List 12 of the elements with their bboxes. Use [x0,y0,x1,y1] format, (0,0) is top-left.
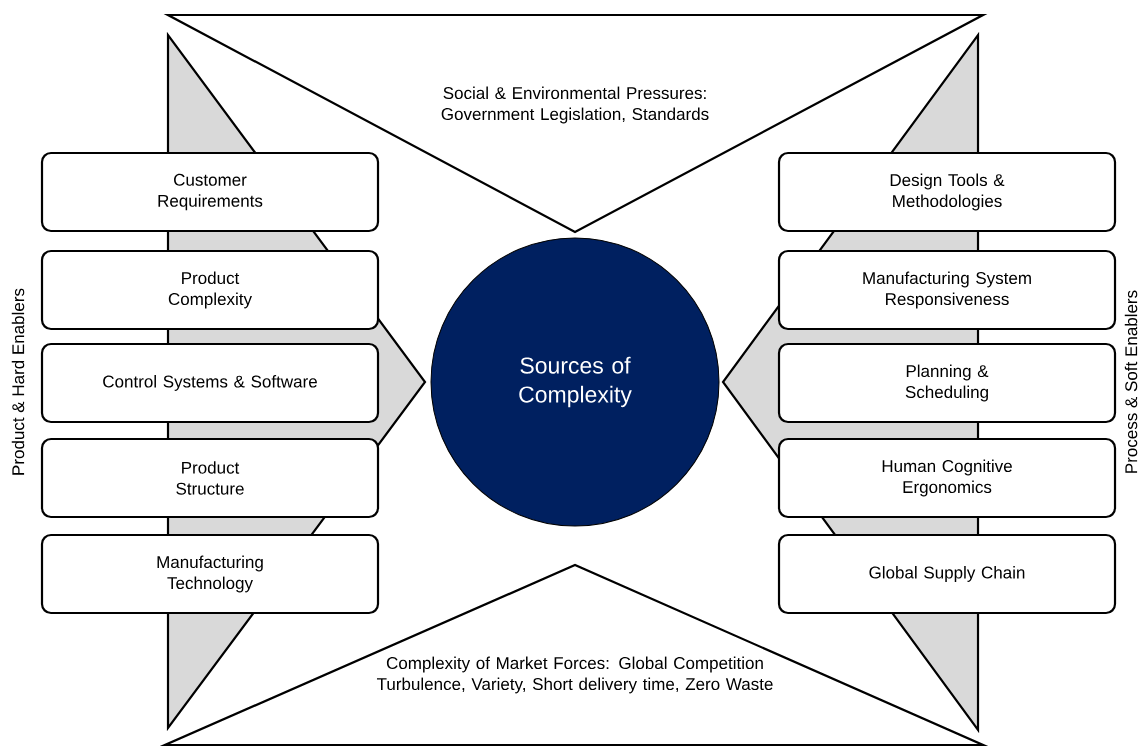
enabler-box: Customer Requirements [40,151,380,233]
enabler-box: Product Structure [40,437,380,519]
side-label: Product & Hard Enablers [11,288,25,475]
enabler-box: Manufacturing System Responsiveness [777,249,1117,331]
enabler-box: Global Supply Chain [777,533,1117,615]
enabler-box: Planning & Scheduling [777,342,1117,424]
enabler-box: Product Complexity [40,249,380,331]
enabler-box: Design Tools & Methodologies [777,151,1117,233]
enabler-box: Human Cognitive Ergonomics [777,437,1117,519]
enabler-box: Control Systems & Software [40,342,380,424]
side-label: Process & Soft Enablers [1124,290,1138,473]
enabler-box: Manufacturing Technology [40,533,380,615]
